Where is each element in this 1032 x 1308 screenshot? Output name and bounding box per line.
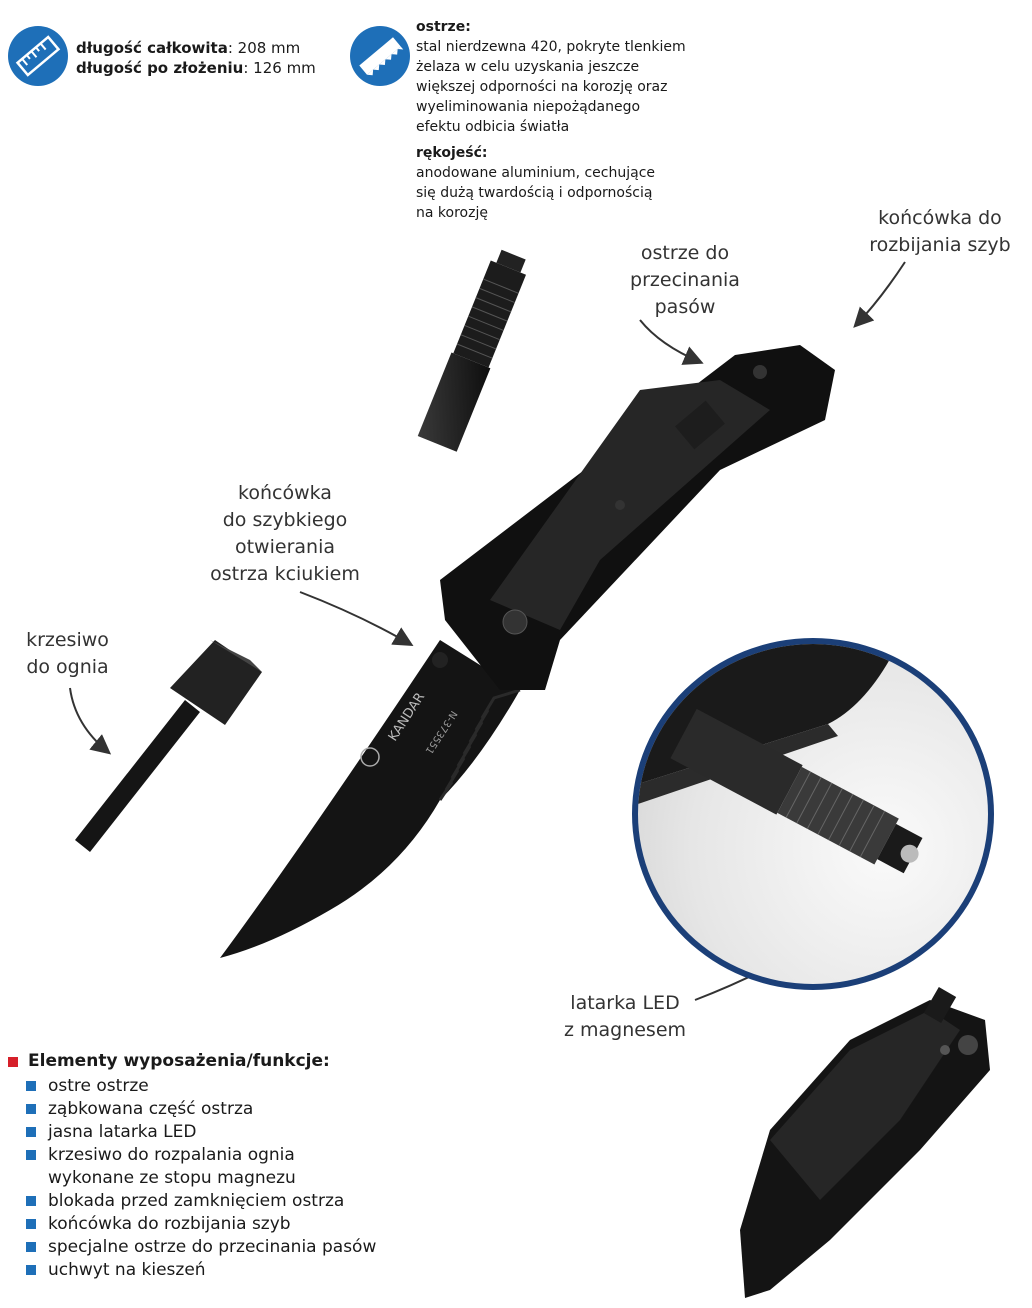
- handle-line: anodowane aluminium, cechujące: [416, 165, 656, 181]
- callout-line: otwierania: [234, 536, 335, 558]
- callout-line: z magnesem: [563, 1019, 687, 1041]
- list-item-text-line: wykonane ze stopu magnezu: [48, 1168, 296, 1188]
- callout-line: ostrze do: [640, 242, 730, 264]
- list-item: krzesiwo do rozpalania ognia wykonane ze …: [26, 1144, 376, 1190]
- blue-bullet-icon: [26, 1219, 36, 1229]
- flashlight-part: [417, 249, 527, 452]
- list-item-text: końcówka do rozbijania szyb: [48, 1214, 291, 1234]
- blade-icon: [350, 26, 410, 86]
- list-item-text: krzesiwo do rozpalania ognia wykonane ze …: [48, 1144, 296, 1190]
- callout-line: do szybkiego: [222, 509, 348, 531]
- length-total-label: długość całkowita: [76, 39, 228, 57]
- callout-line: końcówka: [238, 482, 332, 504]
- length-total-value: : 208 mm: [227, 39, 301, 57]
- list-item: ostre ostrze: [26, 1075, 376, 1098]
- list-item-text: ostre ostrze: [48, 1076, 149, 1096]
- blue-bullet-icon: [26, 1242, 36, 1252]
- list-item-text: ząbkowana część ostrza: [48, 1099, 254, 1119]
- arrow-glass-breaker: [853, 261, 906, 328]
- callout-led: latarka LED z magnesem: [555, 990, 695, 1044]
- blade-line: wyeliminowania niepożądanego: [416, 99, 641, 115]
- arrow-thumb-stud: [299, 591, 414, 647]
- blade-heading: ostrze:: [416, 19, 471, 35]
- blue-bullet-icon: [26, 1104, 36, 1114]
- features-title: Elementy wyposażenia/funkcje:: [8, 1050, 376, 1073]
- length-folded-value: : 126 mm: [243, 59, 316, 77]
- blade-line: stal nierdzewna 420, pokryte tlenkiem: [416, 39, 686, 55]
- callout-line: pasów: [654, 296, 716, 318]
- list-item: blokada przed zamknięciem ostrza: [26, 1190, 376, 1213]
- blade-line: większej odporności na korozję oraz: [416, 79, 668, 95]
- list-item: specjalne ostrze do przecinania pasów: [26, 1236, 376, 1259]
- list-item: końcówka do rozbijania szyb: [26, 1213, 376, 1236]
- handle-line: na korozję: [416, 205, 488, 221]
- callout-fire-starter: krzesiwo do ognia: [10, 627, 125, 681]
- callout-line: przecinania: [630, 269, 740, 291]
- list-item-text-line: krzesiwo do rozpalania ognia: [48, 1145, 295, 1165]
- list-item: ząbkowana część ostrza: [26, 1098, 376, 1121]
- blue-bullet-icon: [26, 1265, 36, 1275]
- knife: KANDAR N-373551: [220, 345, 835, 958]
- callout-thumb-stud: końcówka do szybkiego otwierania ostrza …: [195, 480, 375, 588]
- blue-bullet-icon: [26, 1196, 36, 1206]
- features-list: Elementy wyposażenia/funkcje: ostre ostr…: [8, 1050, 376, 1282]
- blade-line: żelaza w celu uzyskania jeszcze: [416, 59, 640, 75]
- blade-description: ostrze: stal nierdzewna 420, pokryte tle…: [416, 17, 686, 223]
- list-item-text: uchwyt na kieszeń: [48, 1260, 206, 1280]
- blue-bullet-icon: [26, 1081, 36, 1091]
- ruler-icon: [8, 26, 68, 86]
- handle-line: się dużą twardością i odpornością: [416, 185, 653, 201]
- knife-back-view: [740, 987, 990, 1298]
- blade-line: efektu odbicia światła: [416, 119, 570, 135]
- blue-bullet-icon: [26, 1150, 36, 1160]
- list-item: jasna latarka LED: [26, 1121, 376, 1144]
- blue-bullet-icon: [26, 1127, 36, 1137]
- callout-line: ostrza kciukiem: [210, 563, 360, 585]
- callout-belt-cutter: ostrze do przecinania pasów: [615, 240, 755, 321]
- list-item-text: jasna latarka LED: [48, 1122, 197, 1142]
- callout-line: krzesiwo: [26, 629, 109, 651]
- red-bullet-icon: [8, 1056, 18, 1067]
- length-folded-label: długość po złożeniu: [76, 59, 244, 77]
- list-item-text: blokada przed zamknięciem ostrza: [48, 1191, 345, 1211]
- length-specs: długość całkowita: 208 mm długość po zło…: [76, 38, 316, 78]
- callout-glass-breaker: końcówka do rozbijania szyb: [860, 205, 1020, 259]
- callout-line: końcówka do: [878, 207, 1002, 229]
- callout-line: latarka LED: [570, 992, 680, 1014]
- list-item: uchwyt na kieszeń: [26, 1259, 376, 1282]
- handle-heading: rękojeść:: [416, 145, 488, 161]
- led-magnifier: [632, 638, 994, 990]
- callout-line: do ognia: [26, 656, 109, 678]
- callout-line: rozbijania szyb: [869, 234, 1011, 256]
- features-title-text: Elementy wyposażenia/funkcje:: [28, 1051, 330, 1071]
- arrow-belt-cutter: [639, 319, 704, 365]
- arrow-fire-starter: [69, 687, 112, 755]
- fire-starter-part: [75, 640, 262, 852]
- list-item-text: specjalne ostrze do przecinania pasów: [48, 1237, 377, 1257]
